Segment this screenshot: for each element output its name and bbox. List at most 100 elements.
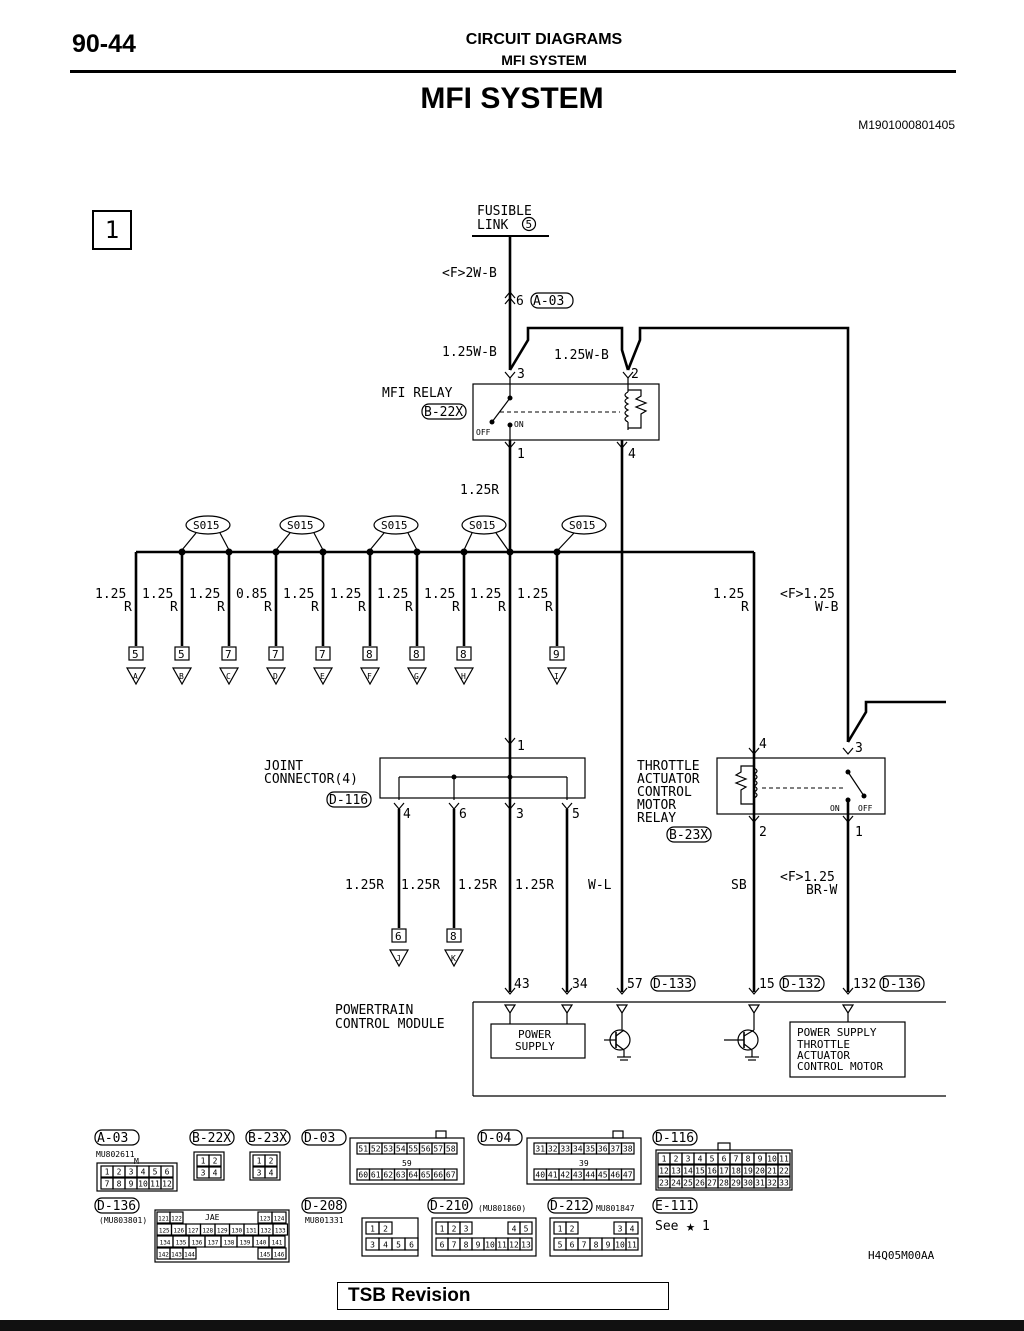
branch-color: R bbox=[311, 600, 319, 615]
pin-number: 31 bbox=[755, 1179, 765, 1188]
mfi-relay-pin4: 4 bbox=[628, 447, 636, 462]
pcm-connector-d132: D-132 bbox=[782, 977, 821, 992]
pin-number: 58 bbox=[446, 1145, 456, 1154]
splice-dot bbox=[460, 548, 468, 556]
branch-letter: C bbox=[226, 672, 231, 681]
pin-number: 10 bbox=[138, 1180, 148, 1189]
header-rule bbox=[70, 70, 956, 73]
branch-pin-box bbox=[128, 646, 144, 661]
joint-pin: 3 bbox=[516, 807, 524, 822]
tac-feed2-size: <F>1.25 bbox=[780, 587, 835, 602]
pin-number: 4 bbox=[213, 1169, 218, 1178]
mfi-relay-connector: B-22X bbox=[424, 405, 463, 420]
branch-color: R bbox=[170, 600, 178, 615]
tac-wire-color: BR-W bbox=[806, 883, 837, 898]
pin-number: 16 bbox=[707, 1167, 717, 1176]
splice-label-3: S015 bbox=[381, 519, 408, 532]
pin-number: 6 bbox=[722, 1155, 727, 1164]
tac-relay: THROTTLE ACTUATOR CONTROL MOTOR RELAY B-… bbox=[637, 737, 886, 843]
pcm-tac-power-box bbox=[789, 1021, 906, 1078]
pin-number: 142 bbox=[158, 1252, 169, 1259]
pin-number: 29 bbox=[731, 1179, 741, 1188]
splice-dot bbox=[506, 548, 514, 556]
splice-tag-3 bbox=[373, 515, 419, 535]
pin-number: 122 bbox=[171, 1216, 182, 1223]
tac-relay-connector: B-23X bbox=[669, 828, 708, 843]
connector-view-name: E-111 bbox=[655, 1199, 694, 1214]
branch-color: R bbox=[358, 600, 366, 615]
tac-relay-switch-blade bbox=[847, 771, 865, 797]
branch-color: R bbox=[498, 600, 506, 615]
jc-wire-label: 1.25R bbox=[515, 878, 554, 893]
pin-number: 9 bbox=[476, 1241, 481, 1250]
branch-arrow bbox=[265, 667, 287, 686]
branch-size: 1.25 bbox=[424, 587, 455, 602]
jc-wire-label: 1.25R bbox=[345, 878, 384, 893]
pin-number: 54 bbox=[396, 1145, 406, 1154]
pin-number: 67 bbox=[446, 1171, 456, 1180]
joint-node bbox=[507, 774, 513, 780]
branch-size: 1.25 bbox=[330, 587, 361, 602]
connector-view-part: (MU801860) bbox=[478, 1204, 526, 1213]
splice-labels: S015 S015 S015 S015 S015 bbox=[181, 515, 607, 551]
pin-number: 44 bbox=[585, 1171, 595, 1180]
branch-pin: 7 bbox=[272, 648, 279, 661]
branch-arrow bbox=[218, 667, 240, 686]
pcm-connector-d133: D-133 bbox=[653, 977, 692, 992]
branch-letter: A bbox=[133, 672, 138, 681]
joint-connector-name: D-116 bbox=[329, 793, 368, 808]
branch-color: R bbox=[545, 600, 553, 615]
tac-relay-line1: THROTTLE bbox=[637, 759, 700, 774]
connector-view-body bbox=[431, 1217, 537, 1257]
splice-tag-5 bbox=[561, 515, 607, 535]
splice-pointer bbox=[495, 532, 509, 551]
pin-number: 4 bbox=[698, 1155, 703, 1164]
relay-wire-in1: 1.25W-B bbox=[442, 345, 497, 360]
pin-number: 7 bbox=[452, 1241, 457, 1250]
splice-pointer bbox=[369, 532, 385, 551]
splice-pointer bbox=[275, 532, 291, 551]
jc-wire-label: 1.25R bbox=[401, 878, 440, 893]
connector-view-body bbox=[249, 1151, 281, 1181]
transistor-emitter bbox=[743, 1043, 753, 1051]
branch-size: 0.85 bbox=[236, 587, 267, 602]
pin-number: 60 bbox=[358, 1171, 368, 1180]
pin-number: 33 bbox=[779, 1179, 789, 1188]
mfi-relay-label: MFI RELAY bbox=[382, 386, 453, 401]
connector-view-body bbox=[549, 1217, 643, 1257]
tac-feed-color: R bbox=[741, 600, 749, 615]
pin-number: 134 bbox=[160, 1240, 171, 1247]
connector-d133-tag bbox=[650, 975, 696, 992]
connector-view-tag bbox=[189, 1129, 235, 1146]
pin-number: 7 bbox=[734, 1155, 739, 1164]
branch-pin-box bbox=[456, 646, 472, 661]
pin-number: 144 bbox=[184, 1252, 195, 1259]
connector-view-tag bbox=[94, 1197, 140, 1214]
fusible-link-line2: LINK bbox=[477, 218, 508, 233]
connector-view-tag bbox=[245, 1129, 291, 1146]
page-number: 90-44 bbox=[72, 30, 136, 58]
pin-number: 4 bbox=[630, 1225, 635, 1234]
pin-number: 55 bbox=[408, 1145, 418, 1154]
pin-cell bbox=[271, 1211, 287, 1224]
connector-chevron bbox=[504, 291, 516, 299]
jc-term-letter: K bbox=[451, 954, 456, 963]
pin-number: 11 bbox=[497, 1241, 507, 1250]
wl-wire-label: W-L bbox=[588, 878, 612, 893]
jc-terminals: 6 J 8 K bbox=[388, 928, 465, 968]
pin-cell bbox=[777, 1152, 791, 1165]
splice-tag-4 bbox=[461, 515, 507, 535]
pin-number: 3 bbox=[686, 1155, 691, 1164]
pin-number: 9 bbox=[758, 1155, 763, 1164]
branch-letter: H bbox=[461, 672, 466, 681]
branch-pin-box bbox=[362, 646, 378, 661]
branch-pin-box bbox=[174, 646, 190, 661]
pcm-tac-power-line1: POWER SUPPLY bbox=[797, 1026, 877, 1039]
pin-number: 5 bbox=[396, 1241, 401, 1250]
pin-number: 5 bbox=[153, 1168, 158, 1177]
splice-label-5: S015 bbox=[569, 519, 596, 532]
pin-number: 4 bbox=[141, 1168, 146, 1177]
branch-pin-box bbox=[221, 646, 237, 661]
see-note: See bbox=[655, 1219, 679, 1234]
relay-switch-blade bbox=[491, 397, 511, 423]
